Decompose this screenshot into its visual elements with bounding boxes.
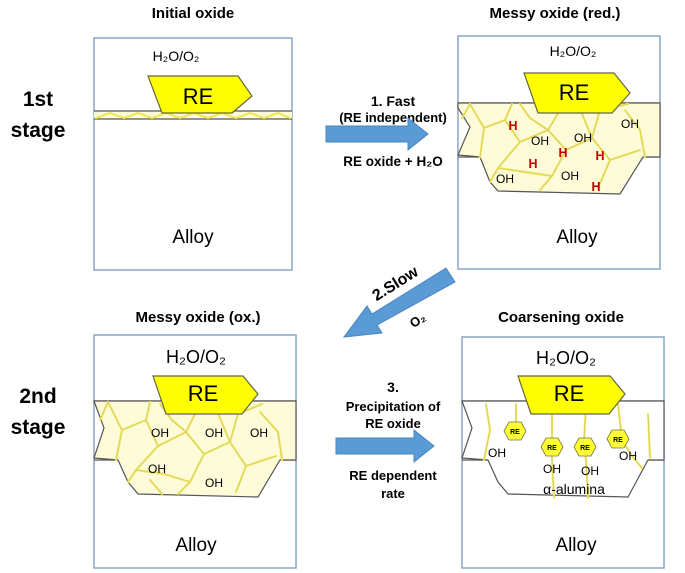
- oh-label-messy-red-2: OH: [574, 131, 592, 145]
- stage-label-first-line1: 1st: [23, 88, 53, 111]
- panel-messy-oxide-ox: Messy oxide (ox.) H₂O/O₂ RE OH OH OH OH …: [93, 309, 297, 569]
- precipitate-label-3: RE: [580, 445, 590, 452]
- oh-label-messy-ox-1: OH: [151, 426, 169, 440]
- step3-label: 3.: [387, 379, 399, 395]
- panel-messy-oxide-red: Messy oxide (red.) H₂O/O₂ RE OH OH OH OH…: [457, 5, 661, 270]
- oh-label-messy-red-5: OH: [561, 169, 579, 183]
- oh-label-coarsening-4: OH: [619, 449, 637, 463]
- oh-label-coarsening-1: OH: [488, 446, 506, 460]
- re-oxide-precipitate-4: RE: [606, 429, 630, 449]
- alloy-label-messy-red: Alloy: [556, 227, 598, 248]
- alloy-label-messy-ox: Alloy: [175, 535, 217, 556]
- panel-title-initial: Initial oxide: [152, 5, 235, 22]
- stage-label-second-line2: stage: [11, 416, 66, 439]
- step3-transition: 3. Precipitation of RE oxide RE dependen…: [335, 379, 441, 501]
- stage-label-second: 2nd stage: [11, 385, 66, 439]
- h-label-messy-red-5: H: [591, 180, 600, 194]
- oh-label-coarsening-3: OH: [581, 464, 599, 478]
- oh-label-messy-ox-2: OH: [205, 426, 223, 440]
- oh-label-messy-red-1: OH: [531, 134, 549, 148]
- oh-label-messy-red-4: OH: [496, 172, 514, 186]
- stage-label-first: 1st stage: [11, 88, 66, 142]
- re-oxide-precipitate-2: RE: [540, 437, 564, 457]
- h-label-messy-red-4: H: [528, 157, 537, 171]
- grain-boundaries-messy-red: [460, 102, 647, 192]
- step2-reagent: O₂: [407, 309, 429, 330]
- precipitate-label-2: RE: [547, 445, 557, 452]
- step1-transition: 1. Fast (RE independent) RE oxide + H₂O: [325, 93, 447, 169]
- re-label-coarsening: RE: [554, 381, 585, 406]
- gas-label-messy-ox: H₂O/O₂: [166, 347, 226, 367]
- re-particle-messy-ox: [152, 375, 259, 415]
- step2-arrow: [342, 267, 456, 338]
- precipitate-label-4: RE: [613, 437, 623, 444]
- h-label-messy-red-1: H: [508, 119, 517, 133]
- panel-title-messy-ox: Messy oxide (ox.): [135, 309, 260, 326]
- oh-label-coarsening-2: OH: [543, 462, 561, 476]
- h-label-messy-red-2: H: [558, 146, 567, 160]
- re-particle-coarsening: [517, 375, 626, 415]
- step3-arrow: [335, 428, 435, 464]
- step1-label: 1. Fast: [371, 93, 416, 109]
- step1-product: RE oxide + H₂O: [343, 154, 442, 169]
- oh-label-messy-ox-5: OH: [205, 476, 223, 490]
- gas-label-messy-red: H₂O/O₂: [550, 43, 597, 59]
- oh-label-messy-ox-4: OH: [148, 462, 166, 476]
- alloy-label-initial: Alloy: [172, 227, 214, 248]
- re-label-messy-ox: RE: [188, 381, 219, 406]
- stage-label-second-line1: 2nd: [19, 385, 56, 408]
- alpha-alumina-label: α-alumina: [543, 481, 605, 497]
- re-particle-initial: [147, 75, 253, 114]
- re-oxide-precipitate-1: RE: [503, 421, 527, 441]
- step3-line1: Precipitation of: [346, 399, 441, 414]
- h-label-messy-red-3: H: [595, 149, 604, 163]
- panel-coarsening-oxide: Coarsening oxide H₂O/O₂ RE RE RE RE RE O…: [461, 309, 665, 569]
- oh-label-messy-ox-3: OH: [250, 426, 268, 440]
- re-particle-messy-red: [523, 72, 631, 114]
- panel-title-coarsening: Coarsening oxide: [498, 309, 624, 326]
- alloy-label-coarsening: Alloy: [555, 535, 597, 556]
- stage-label-first-line2: stage: [11, 119, 66, 142]
- gas-label-initial: H₂O/O₂: [153, 48, 200, 64]
- oxide-layer-messy-ox: [93, 400, 297, 498]
- gas-label-coarsening: H₂O/O₂: [536, 348, 596, 368]
- panel-initial-oxide: Initial oxide H₂O/O₂ RE Alloy: [93, 5, 293, 271]
- step3-rate-line2: rate: [381, 486, 405, 501]
- step3-line2: RE oxide: [365, 416, 421, 431]
- step2-transition: 2.Slow O₂: [342, 263, 456, 338]
- re-label-messy-red: RE: [559, 80, 590, 105]
- step1-arrow: [325, 116, 429, 152]
- oh-label-messy-red-3: OH: [621, 117, 639, 131]
- step3-rate-line1: RE dependent: [349, 468, 437, 483]
- panel-title-messy-red: Messy oxide (red.): [490, 5, 621, 22]
- step1-note: (RE independent): [339, 110, 447, 125]
- precipitate-label-1: RE: [510, 429, 520, 436]
- re-oxide-precipitate-3: RE: [573, 437, 597, 457]
- re-label-initial: RE: [183, 84, 214, 109]
